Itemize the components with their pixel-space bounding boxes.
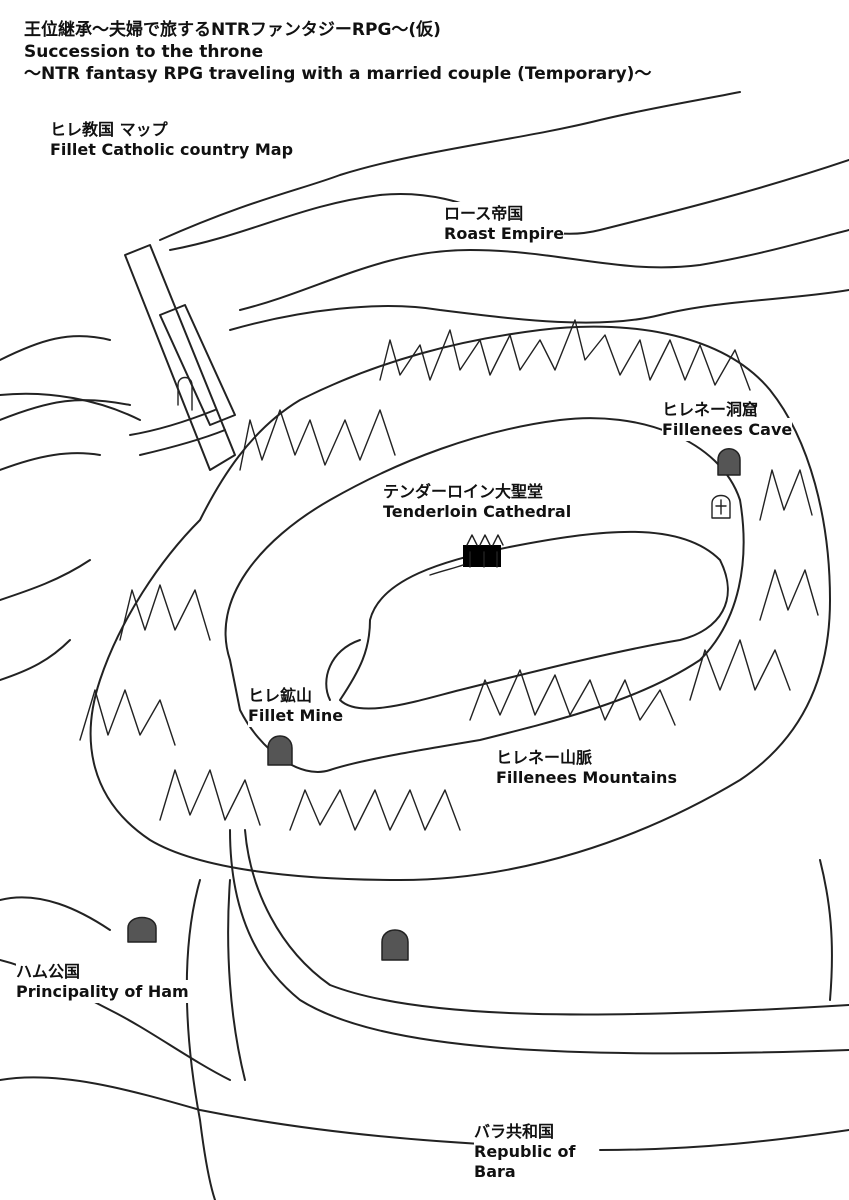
contour-line xyxy=(239,229,849,311)
mountain-peaks xyxy=(239,409,396,471)
roast-empire-label-jp: ロース帝国 xyxy=(444,202,524,225)
contour-line xyxy=(0,559,91,601)
map-title-japanese: ヒレ教国 マップ xyxy=(50,120,168,139)
contour-line xyxy=(229,289,849,331)
border-wall xyxy=(159,304,236,426)
road-line xyxy=(129,409,216,436)
cave-label-en: Fillenees Cave xyxy=(662,418,793,441)
contour-line xyxy=(0,1076,501,1146)
road-line xyxy=(0,392,141,421)
shrine-icon xyxy=(711,494,731,519)
cave-label-jp: ヒレネー洞窟 xyxy=(662,398,759,421)
mountain-peaks xyxy=(119,584,211,641)
mountain-peaks xyxy=(159,769,261,826)
river-line xyxy=(185,879,216,1200)
mountain-range-outline xyxy=(89,325,831,881)
contour-line xyxy=(0,399,131,421)
cave-icon xyxy=(267,735,293,766)
roast-empire-label-en: Roast Empire xyxy=(444,222,565,245)
border-line xyxy=(819,859,833,1001)
mountains-label-en: Fillenees Mountains xyxy=(496,766,677,789)
bara-label-jp: バラ共和国 xyxy=(474,1120,555,1143)
cave-icon xyxy=(717,448,741,476)
river-line xyxy=(227,879,246,1081)
mountain-peaks xyxy=(289,789,461,831)
bara-label-en-line2: Bara xyxy=(474,1160,516,1183)
road-line xyxy=(139,429,226,456)
mine-label-en: Fillet Mine xyxy=(248,704,344,727)
cave-icon xyxy=(381,929,409,961)
mountain-peaks xyxy=(759,569,819,621)
contour-line xyxy=(599,1129,849,1151)
cathedral-label-jp: テンダーロイン大聖堂 xyxy=(383,480,544,503)
river-line xyxy=(229,829,849,1055)
mountain-peaks xyxy=(79,689,176,746)
contour-line xyxy=(0,639,71,681)
mountains-label-jp: ヒレネー山脈 xyxy=(496,746,593,769)
river-line xyxy=(244,829,849,1016)
contour-line xyxy=(159,91,741,241)
title-english-line1: Succession to the throne xyxy=(24,42,264,62)
wall-gate xyxy=(177,376,193,411)
bara-label-en: Republic of xyxy=(474,1140,576,1163)
valley-line xyxy=(325,639,361,701)
cave-icon xyxy=(127,916,157,943)
ham-label-en: Principality of Ham xyxy=(16,980,189,1003)
path-line xyxy=(429,564,464,576)
mountain-peaks xyxy=(759,469,813,521)
mountain-peaks xyxy=(689,639,791,701)
title-japanese: 王位継承〜夫婦で旅するNTRファンタジーRPG〜(仮) xyxy=(24,20,441,40)
basin-outline xyxy=(339,530,729,710)
mine-label-jp: ヒレ鉱山 xyxy=(248,684,313,707)
contour-line xyxy=(0,452,101,471)
border-wall xyxy=(124,244,236,471)
cathedral-icon xyxy=(463,534,504,568)
mountain-peaks xyxy=(469,669,676,726)
map-title-english: Fillet Catholic country Map xyxy=(50,140,294,159)
title-english-line2: 〜NTR fantasy RPG traveling with a marrie… xyxy=(24,64,652,84)
plateau-outline xyxy=(224,417,745,773)
ham-label-jp: ハム公国 xyxy=(16,960,81,983)
contour-line xyxy=(0,896,111,931)
mountain-peaks xyxy=(379,319,751,391)
cathedral-label-en: Tenderloin Cathedral xyxy=(383,500,572,523)
contour-line xyxy=(0,335,111,361)
